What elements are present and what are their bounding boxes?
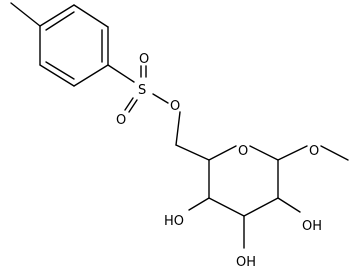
ring-oxygen: O xyxy=(238,144,248,159)
hydroxyl-c3: OH xyxy=(236,255,256,270)
bond-lines xyxy=(10,2,349,249)
sulfonyl-oxygen-top: O xyxy=(139,52,149,67)
hydroxyl-c4: HO xyxy=(164,214,184,229)
hydroxyl-c2: OH xyxy=(302,219,322,234)
sulfonyl-oxygen-bottom: O xyxy=(116,113,126,128)
atom-labels: S O O O O O HO OH OH xyxy=(116,52,322,270)
sulfur-atom: S xyxy=(138,83,146,98)
ester-oxygen: O xyxy=(170,99,180,114)
methoxy-oxygen: O xyxy=(309,144,319,159)
